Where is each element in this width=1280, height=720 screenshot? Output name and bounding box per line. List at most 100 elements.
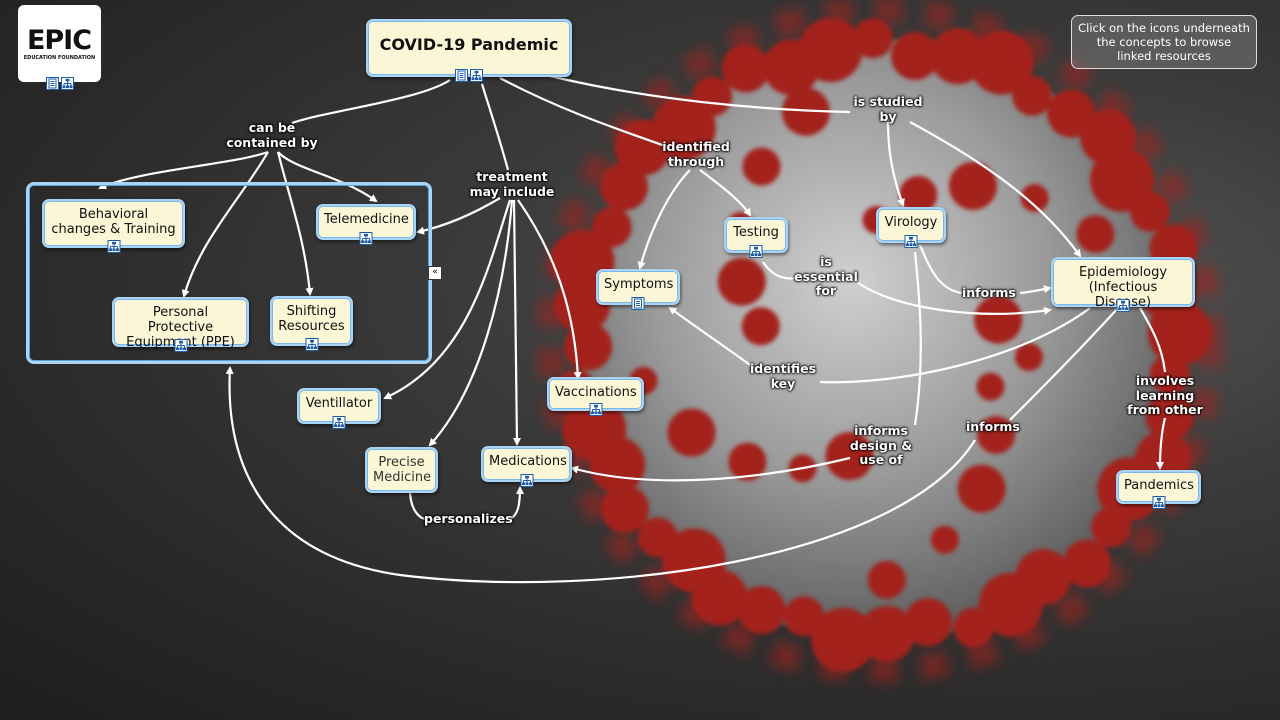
- logo-subtitle: EDUCATION FOUNDATION: [23, 55, 96, 61]
- link-informs-epidemiology-group[interactable]: informs: [966, 419, 1020, 434]
- concept-personal-protective-equipment[interactable]: Personal Protective Equipment (PPE): [112, 297, 249, 352]
- virus-spike: [1012, 75, 1053, 116]
- concept-label: Telemedicine: [324, 212, 409, 227]
- virus-spike: [978, 572, 1043, 637]
- concept-virology[interactable]: Virology: [876, 207, 946, 248]
- concept-medications[interactable]: Medications: [481, 446, 572, 487]
- virus-spike: [904, 598, 953, 647]
- link-can-be-contained-by[interactable]: can be contained by: [226, 120, 318, 150]
- concept-label: Epidemiology (Infectious Disease): [1078, 265, 1168, 310]
- concept-map-icon[interactable]: [174, 339, 187, 352]
- virus-spike: [867, 560, 906, 599]
- concept-label: Personal Protective Equipment (PPE): [126, 305, 235, 350]
- virus-spike: [717, 257, 766, 306]
- resource-icons: [749, 245, 763, 258]
- logo-resource-icons: [45, 77, 74, 90]
- concept-label: Pandemics: [1124, 478, 1194, 493]
- link-identified-through[interactable]: identified through: [662, 139, 730, 169]
- resource-icons: [904, 235, 918, 248]
- document-icon[interactable]: [45, 77, 59, 90]
- concept-telemedicine[interactable]: Telemedicine: [316, 204, 416, 245]
- virus-spike: [1130, 191, 1170, 232]
- collapse-group-control[interactable]: «: [428, 266, 442, 280]
- link-informs-design-use-of[interactable]: informs design & use of: [849, 423, 913, 467]
- logo-wordmark: EPIC: [26, 25, 92, 56]
- virus-spike: [737, 586, 786, 635]
- concept-covid-19-pandemic[interactable]: COVID-19 Pandemic: [366, 19, 572, 82]
- concept-map-icon[interactable]: [332, 416, 346, 429]
- concept-label: Vaccinations: [555, 385, 637, 400]
- link-is-essential-for[interactable]: is essential for: [794, 254, 858, 298]
- virus-spike: [692, 76, 733, 117]
- concept-label: COVID-19 Pandemic: [379, 35, 559, 54]
- virus-spike: [977, 416, 1016, 454]
- virus-spike: [953, 607, 994, 648]
- concept-map-icon[interactable]: [470, 69, 483, 82]
- concept-map-icon[interactable]: [107, 240, 120, 253]
- virus-spike: [853, 18, 893, 59]
- concept-ventillator[interactable]: Ventillator: [297, 388, 381, 429]
- concept-map-icon[interactable]: [520, 474, 533, 487]
- resource-icons: [1152, 496, 1165, 509]
- concept-map-icon[interactable]: [60, 77, 74, 90]
- concept-map-icon[interactable]: [1116, 299, 1130, 312]
- concept-map-icon[interactable]: [749, 245, 763, 258]
- concept-map-icon[interactable]: [1152, 496, 1165, 509]
- concept-shifting-resources[interactable]: Shifting Resources: [270, 296, 353, 351]
- link-is-studied-by[interactable]: is studied by: [853, 94, 923, 124]
- resource-icons: [631, 297, 645, 310]
- resource-icons: [1116, 299, 1130, 312]
- link-treatment-may-include[interactable]: treatment may include: [469, 169, 555, 199]
- virus-spike: [788, 454, 817, 483]
- concept-symptoms[interactable]: Symptoms: [596, 269, 680, 310]
- concept-map-icon[interactable]: [305, 338, 318, 351]
- epic-education-foundation-logo[interactable]: EPIC EDUCATION FOUNDATION: [18, 5, 101, 90]
- resource-icons: [174, 339, 187, 352]
- concept-behavioral-changes-training[interactable]: Behavioral changes & Training: [42, 199, 185, 253]
- virus-spike: [742, 147, 781, 186]
- virus-spike: [891, 31, 939, 80]
- link-involves-learning-from-other[interactable]: involves learning from other: [1127, 373, 1203, 417]
- virus-spike: [957, 464, 1006, 513]
- virus-spike: [591, 207, 632, 248]
- concept-map-icon[interactable]: [904, 235, 918, 248]
- resource-icons: [305, 338, 318, 351]
- concept-label: Ventillator: [305, 396, 373, 411]
- concept-map-icon[interactable]: [589, 403, 602, 416]
- concept-vaccinations[interactable]: Vaccinations: [547, 377, 644, 416]
- concept-precise-medicine[interactable]: Precise Medicine: [365, 447, 438, 493]
- concept-label: Medications: [489, 454, 567, 469]
- virus-spike: [667, 408, 716, 457]
- concept-pandemics[interactable]: Pandemics: [1116, 470, 1201, 509]
- resource-icons: [359, 232, 373, 245]
- virus-spike: [930, 525, 959, 554]
- resource-icons: [332, 416, 346, 429]
- link-informs-virology-epidemiology[interactable]: informs: [962, 285, 1016, 300]
- virus-spike: [1076, 215, 1115, 254]
- virus-spike: [974, 295, 1023, 344]
- virus-spike: [1145, 392, 1194, 441]
- virus-spike: [969, 30, 1034, 95]
- link-personalizes[interactable]: personalizes: [424, 511, 513, 526]
- virus-spike: [728, 442, 767, 481]
- concept-label: Shifting Resources: [278, 304, 345, 334]
- resource-icons: [520, 474, 533, 487]
- virus-spike: [976, 372, 1005, 401]
- concept-epidemiology[interactable]: Epidemiology (Infectious Disease): [1051, 257, 1195, 312]
- document-icon[interactable]: [631, 297, 645, 310]
- concept-label: Precise Medicine: [373, 455, 432, 485]
- concept-label: Testing: [733, 225, 779, 240]
- concept-map-icon[interactable]: [359, 232, 373, 245]
- concept-label: Symptoms: [604, 277, 674, 292]
- document-icon[interactable]: [455, 69, 468, 82]
- concept-testing[interactable]: Testing: [724, 217, 788, 258]
- link-identifies-key[interactable]: identifies key: [749, 361, 817, 391]
- virus-spike: [798, 18, 863, 82]
- concept-label: Virology: [884, 215, 938, 230]
- virus-spike: [781, 87, 830, 136]
- resource-icons: [455, 69, 483, 82]
- virus-spike: [1015, 343, 1043, 372]
- virus-spike: [784, 596, 825, 637]
- virus-spike: [741, 307, 780, 346]
- virus-spike: [1020, 184, 1049, 212]
